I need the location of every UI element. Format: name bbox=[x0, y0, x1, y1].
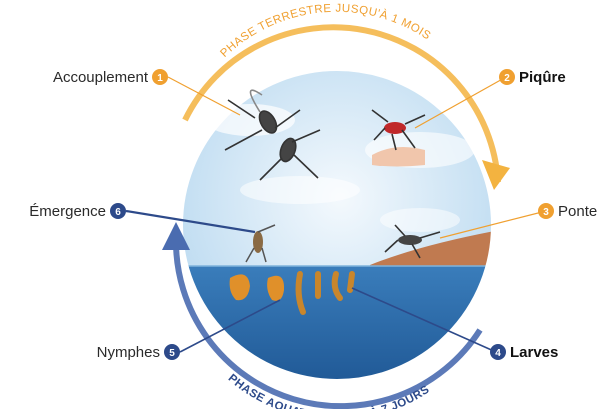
stage-2: 2 Piqûre bbox=[499, 69, 566, 86]
stage-label: Piqûre bbox=[519, 69, 566, 86]
egg-laying-mosquito-icon bbox=[384, 224, 441, 259]
stage-number: 2 bbox=[504, 73, 510, 84]
stage-number: 1 bbox=[157, 73, 163, 84]
stage-number: 6 bbox=[115, 207, 121, 218]
stage-label: Émergence bbox=[29, 203, 106, 220]
stage-4: 4 Larves bbox=[490, 344, 558, 361]
biting-mosquito-icon bbox=[371, 109, 426, 167]
stage-3: 3 Ponte bbox=[538, 203, 597, 220]
stage-6: Émergence 6 bbox=[29, 203, 126, 220]
stage-number: 5 bbox=[169, 348, 175, 359]
stage-label: Nymphes bbox=[97, 344, 160, 361]
stage-label: Accouplement bbox=[53, 69, 149, 86]
stage-5: Nymphes 5 bbox=[97, 344, 180, 361]
stage-label: Ponte bbox=[558, 203, 597, 220]
larvae-icon bbox=[295, 271, 355, 315]
scene-circle bbox=[182, 70, 492, 380]
stage-1: Accouplement 1 bbox=[53, 69, 168, 86]
mosquito-pair-icon bbox=[224, 89, 321, 181]
stage-label: Larves bbox=[510, 344, 558, 361]
stage-number: 3 bbox=[543, 207, 549, 218]
stage-number: 4 bbox=[495, 348, 501, 359]
emerging-mosquito-icon bbox=[245, 224, 276, 263]
pupae-icon bbox=[229, 274, 285, 301]
